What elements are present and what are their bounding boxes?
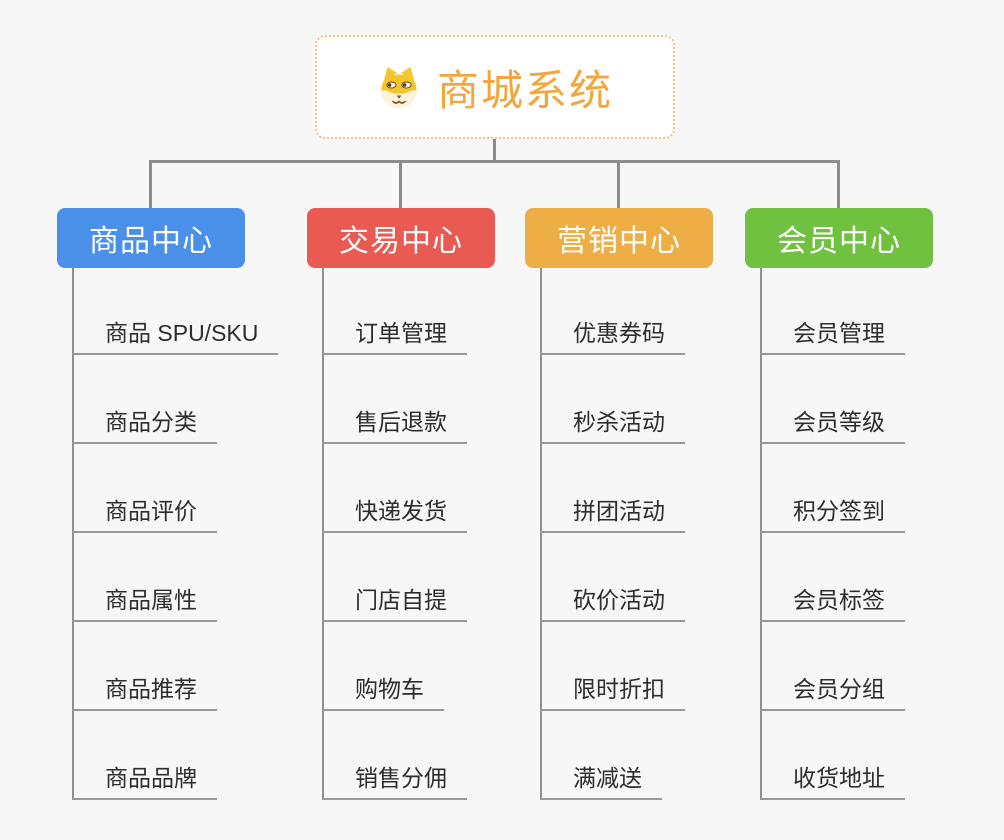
branch-item[interactable]: 销售分佣 xyxy=(322,764,467,800)
shiba-dog-icon xyxy=(381,66,417,108)
connector-drop-line xyxy=(149,160,152,208)
branch-item[interactable]: 收货地址 xyxy=(760,764,905,800)
branch-node-4[interactable]: 会员中心 xyxy=(745,208,933,268)
connector-root-drop-line xyxy=(493,139,496,161)
branch-item[interactable]: 门店自提 xyxy=(322,586,467,622)
branch-spine-line xyxy=(72,268,74,800)
branch-item[interactable]: 快递发货 xyxy=(322,497,467,533)
branch-spine-line xyxy=(760,268,762,800)
branch-item[interactable]: 积分签到 xyxy=(760,497,905,533)
branch-item[interactable]: 砍价活动 xyxy=(540,586,685,622)
branch: 商品中心 商品 SPU/SKU 商品分类商品评价商品属性商品推荐商品品牌 xyxy=(57,208,279,808)
branch-item[interactable]: 拼团活动 xyxy=(540,497,685,533)
branch-spine-line xyxy=(322,268,324,800)
branch-spine-line xyxy=(540,268,542,800)
connector-drop-line xyxy=(617,160,620,208)
connector-drop-line xyxy=(399,160,402,208)
branch-item[interactable]: 商品品牌 xyxy=(72,764,217,800)
branch-item[interactable]: 商品属性 xyxy=(72,586,217,622)
branch-node-3[interactable]: 营销中心 xyxy=(525,208,713,268)
branch-node-2[interactable]: 交易中心 xyxy=(307,208,495,268)
connector-bus-line xyxy=(149,160,840,163)
branch: 会员中心 会员管理会员等级积分签到会员标签会员分组收货地址 xyxy=(745,208,933,808)
branch-item[interactable]: 会员管理 xyxy=(760,319,905,355)
branch-item[interactable]: 购物车 xyxy=(322,675,444,711)
branch-item[interactable]: 会员分组 xyxy=(760,675,905,711)
branch: 营销中心 优惠券码秒杀活动拼团活动砍价活动限时折扣满减送 xyxy=(525,208,713,808)
branch-item[interactable]: 售后退款 xyxy=(322,408,467,444)
branch: 交易中心 订单管理售后退款快递发货门店自提购物车销售分佣 xyxy=(307,208,495,808)
branch-item[interactable]: 商品推荐 xyxy=(72,675,217,711)
branch-item[interactable]: 限时折扣 xyxy=(540,675,685,711)
branch-item[interactable]: 秒杀活动 xyxy=(540,408,685,444)
branch-item[interactable]: 订单管理 xyxy=(322,319,467,355)
branch-item[interactable]: 会员标签 xyxy=(760,586,905,622)
connector-drop-line xyxy=(837,160,840,208)
branch-item[interactable]: 会员等级 xyxy=(760,408,905,444)
branch-node-1[interactable]: 商品中心 xyxy=(57,208,245,268)
root-node[interactable]: 商城系统 xyxy=(315,35,675,139)
branch-item[interactable]: 满减送 xyxy=(540,764,662,800)
branch-item[interactable]: 优惠券码 xyxy=(540,319,685,355)
branch-item[interactable]: 商品 SPU/SKU xyxy=(72,319,279,355)
root-label: 商城系统 xyxy=(436,66,613,114)
branch-item[interactable]: 商品评价 xyxy=(72,497,217,533)
branch-item[interactable]: 商品分类 xyxy=(72,408,217,444)
